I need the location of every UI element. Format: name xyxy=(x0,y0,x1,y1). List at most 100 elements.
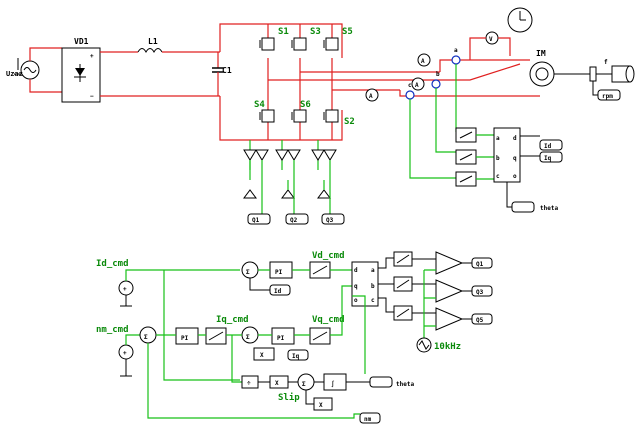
switch-s1-label: S1 xyxy=(278,27,289,37)
switch-s5-label: S5 xyxy=(342,27,353,37)
svg-text:+: + xyxy=(123,286,127,293)
node-b-label: b xyxy=(436,71,440,78)
theta-out-label: theta xyxy=(396,381,414,388)
limiter-c xyxy=(393,305,413,321)
abc-dq-block xyxy=(493,127,521,183)
load-icon xyxy=(611,65,635,83)
limiter-a xyxy=(393,251,413,267)
slip-label: Slip xyxy=(278,392,300,403)
limiter-vd xyxy=(309,261,331,279)
iq-cmd-label: Iq_cmd xyxy=(216,315,249,325)
dq-in-o: o xyxy=(354,297,358,304)
carrier-source xyxy=(416,337,432,353)
ammeter-a: A xyxy=(417,53,431,67)
clock-icon xyxy=(507,7,533,33)
ammeter-c: A xyxy=(365,88,379,102)
gate-q2-label: Q2 xyxy=(290,217,298,224)
id-cmd-label: Id_cmd xyxy=(96,259,129,269)
pi-iq-block xyxy=(271,327,295,345)
vq-cmd-label: Vq_cmd xyxy=(312,315,345,325)
source-label: Uzaz xyxy=(6,70,23,78)
multiply-slip-label: X xyxy=(275,380,279,387)
lpf-a xyxy=(455,127,477,143)
switch-upper-1 xyxy=(259,37,275,51)
ac-source xyxy=(14,58,40,80)
gate-driver-2 xyxy=(275,149,301,161)
theta-meter xyxy=(511,201,535,213)
nm-feedback-label: nm xyxy=(364,416,372,423)
id-feedback-box xyxy=(269,284,291,296)
dq-out-c: c xyxy=(371,297,375,304)
abc-in-b: b xyxy=(496,155,500,162)
pwm-q3-label: Q3 xyxy=(476,289,484,296)
abc-out-o: o xyxy=(513,173,517,180)
limiter-vq xyxy=(309,327,331,345)
multiply-slip-block xyxy=(269,375,289,389)
abc-in-c: c xyxy=(496,173,500,180)
multiply-nm-label: X xyxy=(319,402,323,409)
sum-speed: Σ xyxy=(139,326,157,344)
nm-cmd-label: nm_cmd xyxy=(96,325,129,335)
svg-text:V: V xyxy=(489,36,493,43)
gate-q1-label: Q1 xyxy=(252,217,260,224)
svg-text:Σ: Σ xyxy=(246,334,250,341)
limiter-b xyxy=(393,276,413,292)
dq-in-d: d xyxy=(354,267,358,274)
switch-lower-3 xyxy=(323,109,339,123)
capacitor xyxy=(212,52,224,96)
rpm-meter-label: rpm xyxy=(602,93,613,100)
iq-meter xyxy=(539,151,563,163)
limiter-iq xyxy=(205,327,227,345)
motor-label: IM xyxy=(536,49,546,58)
iq-feedback-box xyxy=(287,349,309,361)
rpm-meter xyxy=(597,89,621,101)
iq-feedback-label: Iq xyxy=(292,353,300,360)
nm-feedback-box xyxy=(359,412,381,424)
node-c-label: c xyxy=(408,82,412,89)
vd-cmd-label: Vd_cmd xyxy=(312,251,345,261)
integrator-block xyxy=(323,373,347,391)
pwm-q1-label: Q1 xyxy=(476,261,484,268)
switch-s6-label: S6 xyxy=(300,100,311,110)
speed-sensor xyxy=(589,66,597,82)
carrier-label: 10kHz xyxy=(434,342,461,352)
pwm-q3-box xyxy=(471,285,493,297)
dq-in-q: q xyxy=(354,283,358,290)
switch-lower-1 xyxy=(259,109,275,123)
inductor-label: L1 xyxy=(148,37,158,46)
dq-out-a: a xyxy=(371,267,375,274)
abc-out-q: q xyxy=(513,155,517,162)
svg-text:+: + xyxy=(90,53,94,60)
sum-iq: Σ xyxy=(241,326,259,344)
switch-upper-3 xyxy=(323,37,339,51)
theta-meter-label: theta xyxy=(540,205,558,212)
multiply-iq-label: X xyxy=(260,352,264,359)
comparator-a xyxy=(435,251,464,275)
switch-lower-2 xyxy=(291,109,307,123)
pwm-q5-label: Q5 xyxy=(476,317,484,324)
sum-id: Σ xyxy=(241,261,259,279)
node-c xyxy=(405,90,415,100)
ammeter-b: A xyxy=(411,77,425,91)
id-meter xyxy=(539,139,563,151)
svg-text:A: A xyxy=(421,58,425,65)
svg-text:A: A xyxy=(369,93,373,100)
q2-gate-label-box xyxy=(285,213,309,225)
id-feedback-label: Id xyxy=(274,288,282,295)
lpf-c xyxy=(455,171,477,187)
node-a xyxy=(451,55,461,65)
node-b xyxy=(431,79,441,89)
rectifier-label: VD1 xyxy=(74,37,89,46)
theta-out-box xyxy=(369,376,393,388)
speed-label: f xyxy=(604,59,608,66)
svg-text:Σ: Σ xyxy=(246,269,250,276)
nm-cmd-source: + xyxy=(118,344,134,377)
sum-slip: Σ xyxy=(297,373,315,391)
inverter-1 xyxy=(243,189,257,199)
lpf-b xyxy=(455,149,477,165)
switch-s3-label: S3 xyxy=(310,27,321,37)
svg-text:÷: ÷ xyxy=(247,380,251,387)
inverter-3 xyxy=(317,189,331,199)
svg-text:−: − xyxy=(90,93,94,100)
